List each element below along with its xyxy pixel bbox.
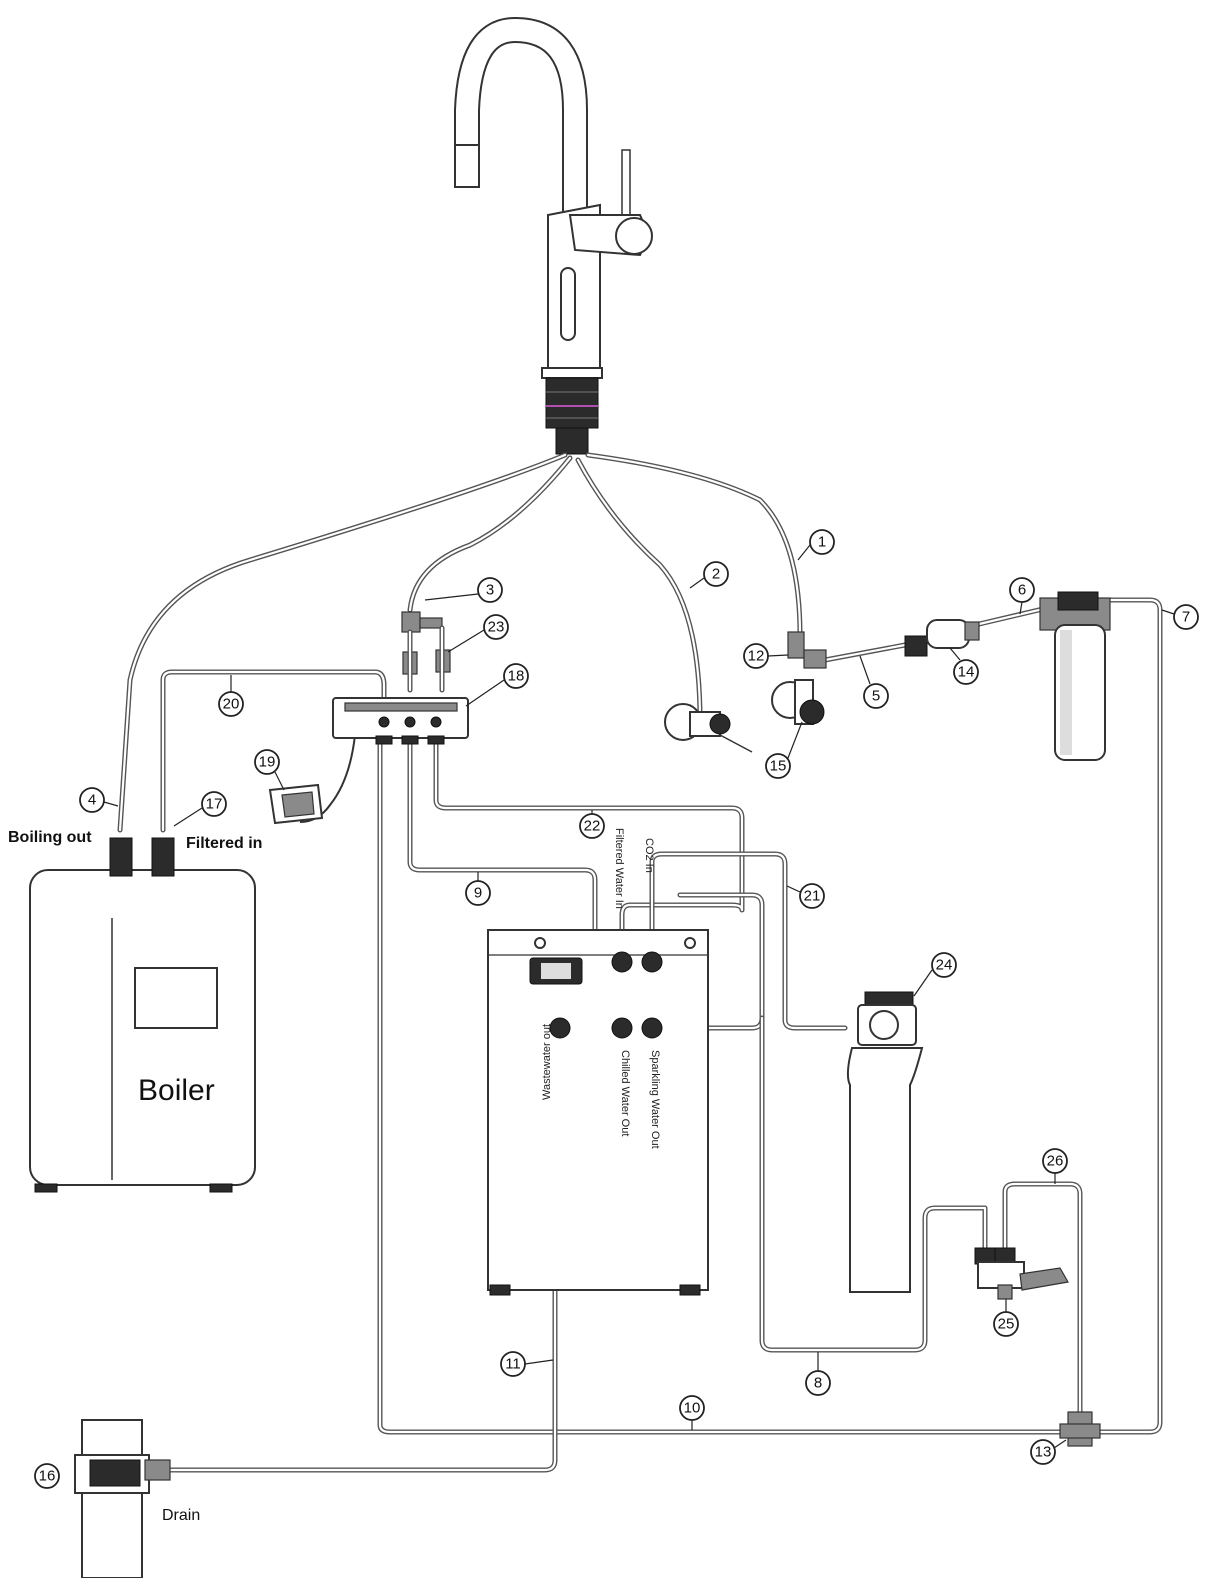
svg-text:1: 1 bbox=[818, 534, 826, 551]
svg-text:23: 23 bbox=[488, 619, 505, 636]
callout-11: 11 bbox=[500, 1351, 526, 1377]
svg-text:2: 2 bbox=[712, 566, 720, 583]
svg-text:3: 3 bbox=[486, 582, 494, 599]
callout-22: 22 bbox=[579, 813, 605, 839]
sparkling-water-out-label: Sparkling Water Out bbox=[649, 1050, 661, 1149]
co2-in-label: CO2 In bbox=[643, 838, 655, 873]
drain-pipe bbox=[74, 1419, 171, 1578]
svg-text:26: 26 bbox=[1047, 1153, 1064, 1170]
wastewater-out-label: Wastewater out bbox=[541, 1024, 553, 1100]
callout-21: 21 bbox=[799, 883, 825, 909]
callout-14: 14 bbox=[953, 659, 979, 685]
faucet-hoses bbox=[117, 452, 803, 833]
chiller-unit bbox=[487, 929, 709, 1296]
inline-check-valve-14 bbox=[904, 619, 980, 657]
boiler bbox=[29, 837, 256, 1193]
boiling-out-label: Boiling out bbox=[8, 829, 92, 846]
svg-text:25: 25 bbox=[998, 1316, 1015, 1333]
svg-text:6: 6 bbox=[1018, 582, 1026, 599]
water-filter bbox=[1039, 591, 1111, 761]
svg-text:9: 9 bbox=[474, 885, 482, 902]
svg-text:4: 4 bbox=[88, 792, 96, 809]
svg-text:19: 19 bbox=[259, 754, 276, 771]
boiler-label: Boiler bbox=[138, 1074, 215, 1107]
svg-text:13: 13 bbox=[1035, 1444, 1052, 1461]
callout-26: 26 bbox=[1042, 1148, 1068, 1174]
svg-text:10: 10 bbox=[684, 1400, 701, 1417]
svg-text:17: 17 bbox=[206, 796, 223, 813]
callout-25: 25 bbox=[993, 1311, 1019, 1337]
svg-text:21: 21 bbox=[804, 888, 821, 905]
callout-8: 8 bbox=[805, 1370, 831, 1396]
callout-2: 2 bbox=[703, 561, 729, 587]
co2-cylinder bbox=[846, 991, 924, 1293]
faucet bbox=[454, 16, 653, 455]
drain-label: Drain bbox=[162, 1507, 200, 1524]
callout-5: 5 bbox=[863, 683, 889, 709]
angle-valve-2 bbox=[664, 703, 753, 753]
remote-switch bbox=[268, 783, 324, 825]
callout-3: 3 bbox=[477, 577, 503, 603]
svg-text:7: 7 bbox=[1182, 609, 1190, 626]
callout-15: 15 bbox=[765, 753, 791, 779]
controller-box bbox=[332, 697, 469, 745]
tee-fitting-13 bbox=[1059, 1411, 1101, 1447]
svg-text:22: 22 bbox=[584, 818, 601, 835]
svg-text:5: 5 bbox=[872, 688, 880, 705]
check-valve-25 bbox=[974, 1247, 1069, 1300]
svg-text:15: 15 bbox=[770, 758, 787, 775]
svg-text:8: 8 bbox=[814, 1375, 822, 1392]
angle-valve-12-15 bbox=[771, 631, 827, 725]
filtered-water-in-label: Filtered Water In bbox=[613, 828, 625, 909]
callout-20: 20 bbox=[218, 691, 244, 717]
callout-16: 16 bbox=[34, 1463, 60, 1489]
tee-fitting-23 bbox=[401, 611, 451, 693]
callout-1: 1 bbox=[809, 529, 835, 555]
svg-text:11: 11 bbox=[505, 1356, 521, 1373]
callout-17: 17 bbox=[201, 791, 227, 817]
callout-7: 7 bbox=[1173, 604, 1199, 630]
callout-23: 23 bbox=[483, 614, 509, 640]
callout-10: 10 bbox=[679, 1395, 705, 1421]
chilled-water-out-label: Chilled Water Out bbox=[619, 1050, 631, 1136]
callout-6: 6 bbox=[1009, 577, 1035, 603]
svg-text:16: 16 bbox=[39, 1468, 56, 1485]
callout-19: 19 bbox=[254, 749, 280, 775]
water-lines bbox=[160, 597, 1163, 1473]
callout-12: 12 bbox=[743, 643, 769, 669]
svg-text:18: 18 bbox=[508, 668, 525, 685]
callout-9: 9 bbox=[465, 880, 491, 906]
svg-text:20: 20 bbox=[223, 696, 240, 713]
callout-13: 13 bbox=[1030, 1439, 1056, 1465]
filtered-in-label: Filtered in bbox=[186, 835, 262, 852]
callout-18: 18 bbox=[503, 663, 529, 689]
callout-4: 4 bbox=[79, 787, 105, 813]
svg-text:12: 12 bbox=[748, 648, 765, 665]
svg-text:24: 24 bbox=[936, 957, 953, 974]
callout-24: 24 bbox=[931, 952, 957, 978]
svg-text:14: 14 bbox=[958, 664, 975, 681]
